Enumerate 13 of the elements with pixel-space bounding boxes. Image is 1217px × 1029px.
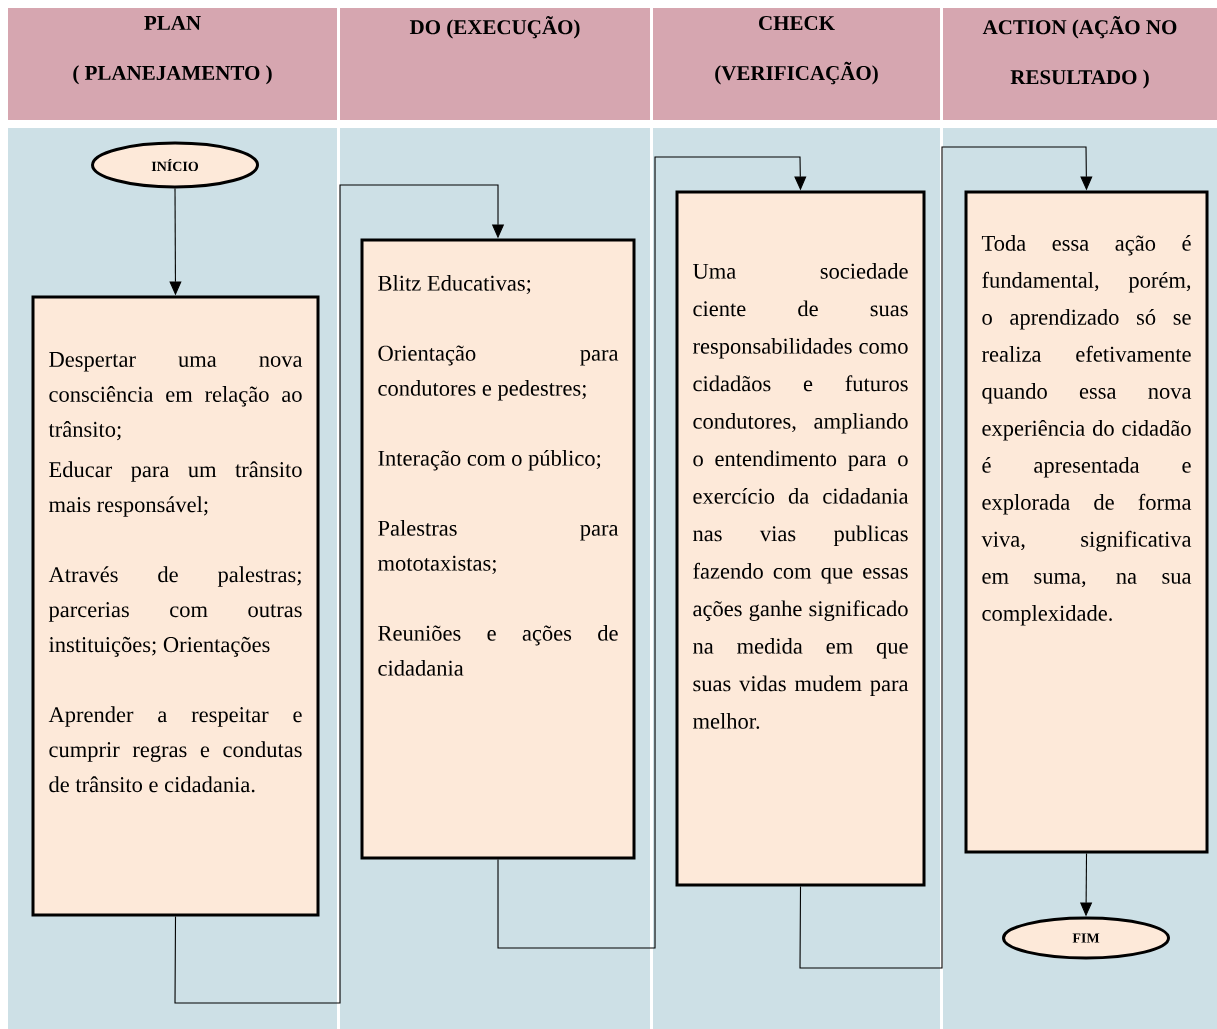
process-box: Blitz Educativas; Orientação para condutores e pedestres; Interação com o público; Palestras para mototaxistas; Reuniões e ações de cidadania xyxy=(360,238,636,860)
header-cell: DO (EXECUÇÃO) xyxy=(340,8,650,120)
header-cell: ACTION (AÇÃO NO RESULTADO ) xyxy=(943,8,1217,120)
start-oval: INÍCIO xyxy=(91,141,259,189)
header-cell: CHECK (VERIFICAÇÃO) xyxy=(653,8,940,120)
process-box: Toda essa ação é fundamental, porém, o aprendizado só se realiza efetivamente quando essa nova experiência do cidadão é apresentada e explorada de forma viva, significativa em suma, na sua complexidade. xyxy=(964,190,1209,854)
process-box: Despertar uma nova consciência em relação ao trânsito; Educar para um trânsito mais responsável; Através de palestras; parcerias com outras instituições; Orientações Aprender a respeitar e cumprir regras e condutas de trânsito e cidadania. xyxy=(31,295,320,917)
connector-arrow xyxy=(799,146,1093,969)
header-cell: PLAN ( PLANEJAMENTO ) xyxy=(8,8,337,120)
process-box: Uma sociedade ciente de suas responsabilidades como cidadãos e futuros condutores, ampliando o entendimento para o exercício da cidadania nas vias publicas fazendo com que essas ações ganhe significado na medida em que suas vidas mudem para melhor. xyxy=(675,190,926,887)
end-oval: FIM xyxy=(1002,916,1170,960)
connector-arrow xyxy=(174,184,505,1004)
connector-arrow xyxy=(497,156,807,949)
